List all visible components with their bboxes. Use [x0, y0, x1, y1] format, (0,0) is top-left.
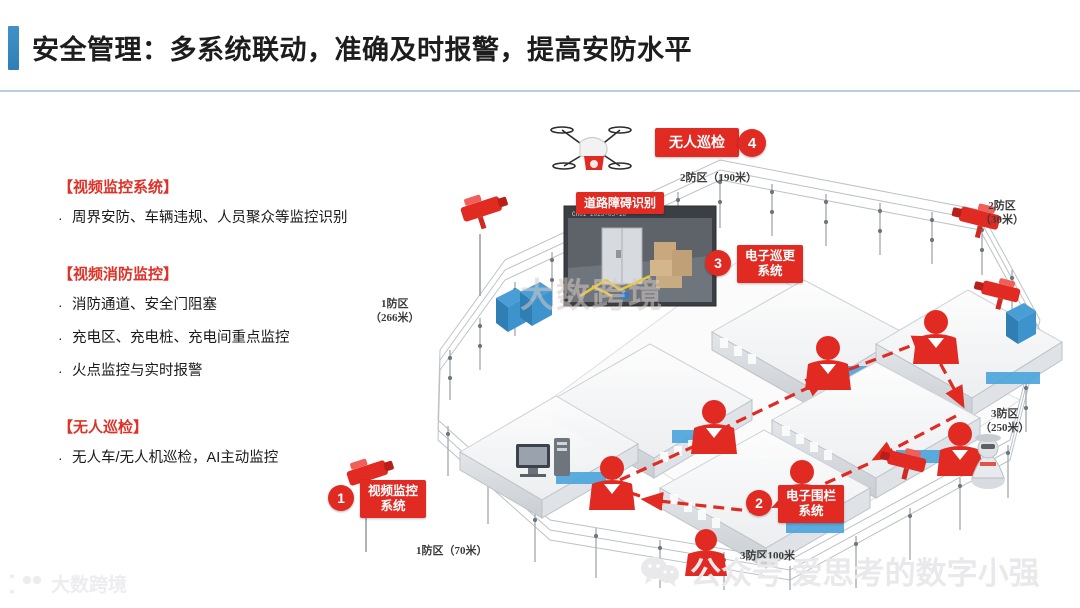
guard-figure — [913, 310, 959, 364]
callout-badge-4[interactable]: 4 — [738, 129, 766, 157]
left-content-column: 【视频监控系统】 · 周界安防、车辆违规、人员聚众等监控识别 【视频消防监控】 … — [58, 176, 378, 481]
callout-electronic-patrol-system[interactable]: 电子巡更 系统 — [737, 245, 804, 283]
zone-label-3-250m: 3防区 （250米） — [980, 408, 1030, 434]
list-item: · 充电区、充电桩、充电间重点监控 — [58, 328, 378, 348]
callout-badge-2[interactable]: 2 — [746, 490, 772, 516]
cctv-camera — [880, 448, 927, 480]
drone-icon — [550, 126, 632, 170]
section-fire-monitoring: 【视频消防监控】 · 消防通道、安全门阻塞 · 充电区、充电桩、充电间重点监控 … — [58, 263, 378, 381]
list-item: · 无人车/无人机巡检，AI主动监控 — [58, 448, 378, 468]
list-item-text: 周界安防、车辆违规、人员聚众等监控识别 — [72, 210, 348, 226]
guard-figure — [691, 400, 737, 454]
zone-label-2-190m: 2防区（190米） — [680, 172, 757, 184]
page-title: 安全管理：多系统联动，准确及时报警，提高安防水平 — [32, 35, 692, 65]
list-item-text: 消防通道、安全门阻塞 — [72, 297, 217, 313]
zone-label-1-70m: 1防区（70米） — [416, 545, 488, 557]
section-heading: 【视频监控系统】 — [58, 179, 179, 196]
section-video-surveillance: 【视频监控系统】 · 周界安防、车辆违规、人员聚众等监控识别 — [58, 176, 378, 228]
video-feed-caption: CH01 2023-05-18 — [572, 211, 626, 218]
cctv-camera — [974, 278, 1021, 310]
bullet-marker: · — [58, 210, 63, 226]
list-item-text: 充电区、充电桩、充电间重点监控 — [72, 330, 290, 346]
list-item: · 周界安防、车辆违规、人员聚众等监控识别 — [58, 208, 378, 228]
list-item-text: 无人车/无人机巡检，AI主动监控 — [72, 450, 279, 466]
section-heading: 【视频消防监控】 — [58, 266, 179, 283]
server-cabinet — [1006, 303, 1036, 344]
slide-header: 安全管理：多系统联动，准确及时报警，提高安防水平 — [0, 0, 1080, 92]
header-divider — [0, 90, 1080, 92]
isometric-site-illustration: CH01 2023-05-18 — [346, 126, 1063, 590]
zone-label-2-30m: 2防区 （30米） — [980, 200, 1024, 226]
guard-figure — [937, 422, 983, 476]
cctv-camera — [460, 194, 508, 230]
bullet-marker: · — [58, 330, 63, 346]
security-site-diagram: CH01 2023-05-18 道路障碍识别 无人巡检 4 3 电子巡更 系统 … — [320, 100, 1080, 590]
guard-figure — [685, 529, 727, 576]
callout-annotation-road-obstacle[interactable]: 道路障碍识别 — [576, 192, 665, 215]
list-item: · 消防通道、安全门阻塞 — [58, 295, 378, 315]
bullet-marker: · — [58, 363, 63, 379]
list-item: · 火点监控与实时报警 — [58, 361, 378, 381]
brand-logo-text: 大数跨境 — [51, 575, 128, 596]
zone-label-1-266m: 1防区 （266米） — [370, 298, 420, 324]
workstation-computer — [516, 438, 570, 477]
section-heading: 【无人巡检】 — [58, 419, 149, 436]
zone-label-3-100m: 3防区100米 — [740, 550, 795, 562]
list-item-text: 火点监控与实时报警 — [72, 363, 203, 379]
callout-badge-1[interactable]: 1 — [328, 485, 354, 511]
header-accent-bar — [8, 26, 19, 70]
callout-electronic-fence-system[interactable]: 电子围栏 系统 — [778, 485, 845, 523]
video-feed-monitor: CH01 2023-05-18 — [563, 205, 717, 307]
callout-badge-3[interactable]: 3 — [705, 250, 731, 276]
server-cabinet — [520, 282, 552, 326]
guard-figure — [805, 336, 851, 390]
patrol-robot — [971, 434, 1005, 489]
cctv-camera — [951, 203, 1001, 239]
brand-mark-icon — [10, 573, 42, 594]
guard-figure — [589, 456, 635, 510]
bullet-marker: · — [58, 297, 63, 313]
brand-logo: 大数跨境 — [10, 570, 127, 597]
bullet-marker: · — [58, 450, 63, 466]
callout-unmanned-inspection[interactable]: 无人巡检 — [655, 128, 739, 157]
callout-video-surveillance-system[interactable]: 视频监控 系统 — [360, 480, 427, 518]
section-unmanned-inspection: 【无人巡检】 · 无人车/无人机巡检，AI主动监控 — [58, 416, 378, 468]
